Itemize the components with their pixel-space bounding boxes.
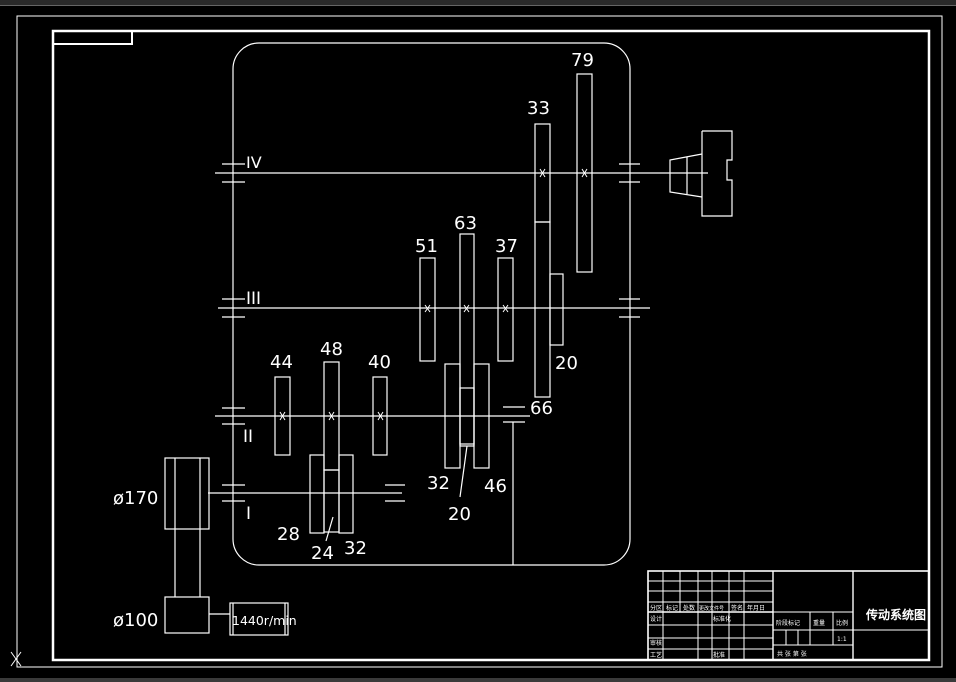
label-shaft-iii: III [246, 289, 261, 309]
label-gear-79: 79 [571, 50, 594, 71]
tb-r4e: 签名 [731, 604, 743, 612]
label-gear-40: 40 [368, 352, 391, 373]
label-shaft-iv: IV [246, 153, 262, 172]
key-marks [279, 168, 588, 421]
gear-20-upper [549, 273, 564, 346]
tb-weight: 重量 [813, 619, 825, 627]
bearing-ii-extension [503, 406, 525, 423]
drawing-title: 传动系统图 [865, 607, 926, 622]
leader-24 [325, 516, 334, 542]
label-gear-51: 51 [415, 236, 438, 257]
bearing-right-iii [619, 298, 640, 318]
label-gear-32-lower: 32 [344, 538, 367, 559]
label-gear-20-lower: 20 [448, 504, 471, 525]
tb-design: 设计 [650, 615, 662, 623]
tb-scale: 比例 [836, 619, 848, 627]
label-shaft-ii: II [243, 427, 253, 447]
ucs-icon [10, 651, 22, 667]
tb-r4c: 分区 [650, 604, 662, 612]
gear-24 [323, 469, 340, 533]
gearbox-housing [232, 42, 631, 566]
gear-28 [309, 454, 325, 534]
bearing-right-iv [619, 163, 640, 183]
label-shaft-i: I [246, 504, 251, 524]
gear-33-hub [534, 221, 551, 398]
gear-32-lower [338, 454, 354, 534]
tb-sheets: 共 张 第 张 [777, 650, 807, 658]
bearing-left-i [222, 484, 245, 502]
gear-51 [419, 257, 436, 362]
spindle-nose [669, 153, 703, 198]
leader-20-lower [459, 445, 468, 498]
tb-r4a: 标记 [666, 604, 678, 612]
label-gear-28: 28 [277, 524, 300, 545]
gear-44 [274, 376, 291, 456]
window-top-strip [0, 0, 956, 6]
gear-37 [497, 257, 514, 362]
small-pulley [164, 596, 210, 634]
tb-r4d: 更改文件号 [699, 605, 724, 612]
tb-review: 审核 [650, 639, 662, 647]
label-small-pulley: ø100 [113, 610, 158, 631]
tb-std: 标准化 [713, 615, 731, 623]
large-pulley [164, 457, 210, 530]
label-gear-63: 63 [454, 213, 477, 234]
label-gear-66: 66 [530, 398, 553, 419]
bearing-inner-i [385, 484, 405, 502]
motor-body [229, 602, 289, 636]
label-gear-20-upper: 20 [555, 353, 578, 374]
spindle-chuck [701, 130, 733, 217]
tb-craft: 工艺 [650, 651, 662, 659]
gear-63 [459, 233, 475, 447]
gear-20-inner [459, 387, 475, 445]
outer-sheet-border [16, 15, 943, 668]
title-block [647, 570, 930, 661]
bearing-left-iv [222, 163, 245, 183]
inner-drawing-border [51, 29, 931, 662]
corner-code-box [53, 31, 133, 45]
tb-r4b: 处数 [683, 604, 695, 612]
gear-79 [576, 73, 593, 273]
gear-40 [372, 376, 388, 456]
label-gear-33: 33 [527, 98, 550, 119]
label-gear-48: 48 [320, 339, 343, 360]
window-bottom-strip [0, 678, 956, 682]
tb-approve: 批准 [713, 651, 725, 659]
label-gear-32-block: 32 [427, 473, 450, 494]
bearing-left-iii [222, 298, 245, 318]
label-gear-37: 37 [495, 236, 518, 257]
label-gear-46: 46 [484, 476, 507, 497]
label-motor-speed: 1440r/min [232, 613, 297, 628]
tb-scale-val: 1:1 [837, 636, 847, 643]
tb-r4f: 年月日 [747, 604, 765, 612]
label-large-pulley: ø170 [113, 488, 158, 509]
label-gear-44: 44 [270, 352, 293, 373]
bearing-left-ii [222, 407, 245, 425]
label-gear-24: 24 [311, 543, 334, 564]
tb-stage: 阶段标记 [776, 619, 800, 627]
